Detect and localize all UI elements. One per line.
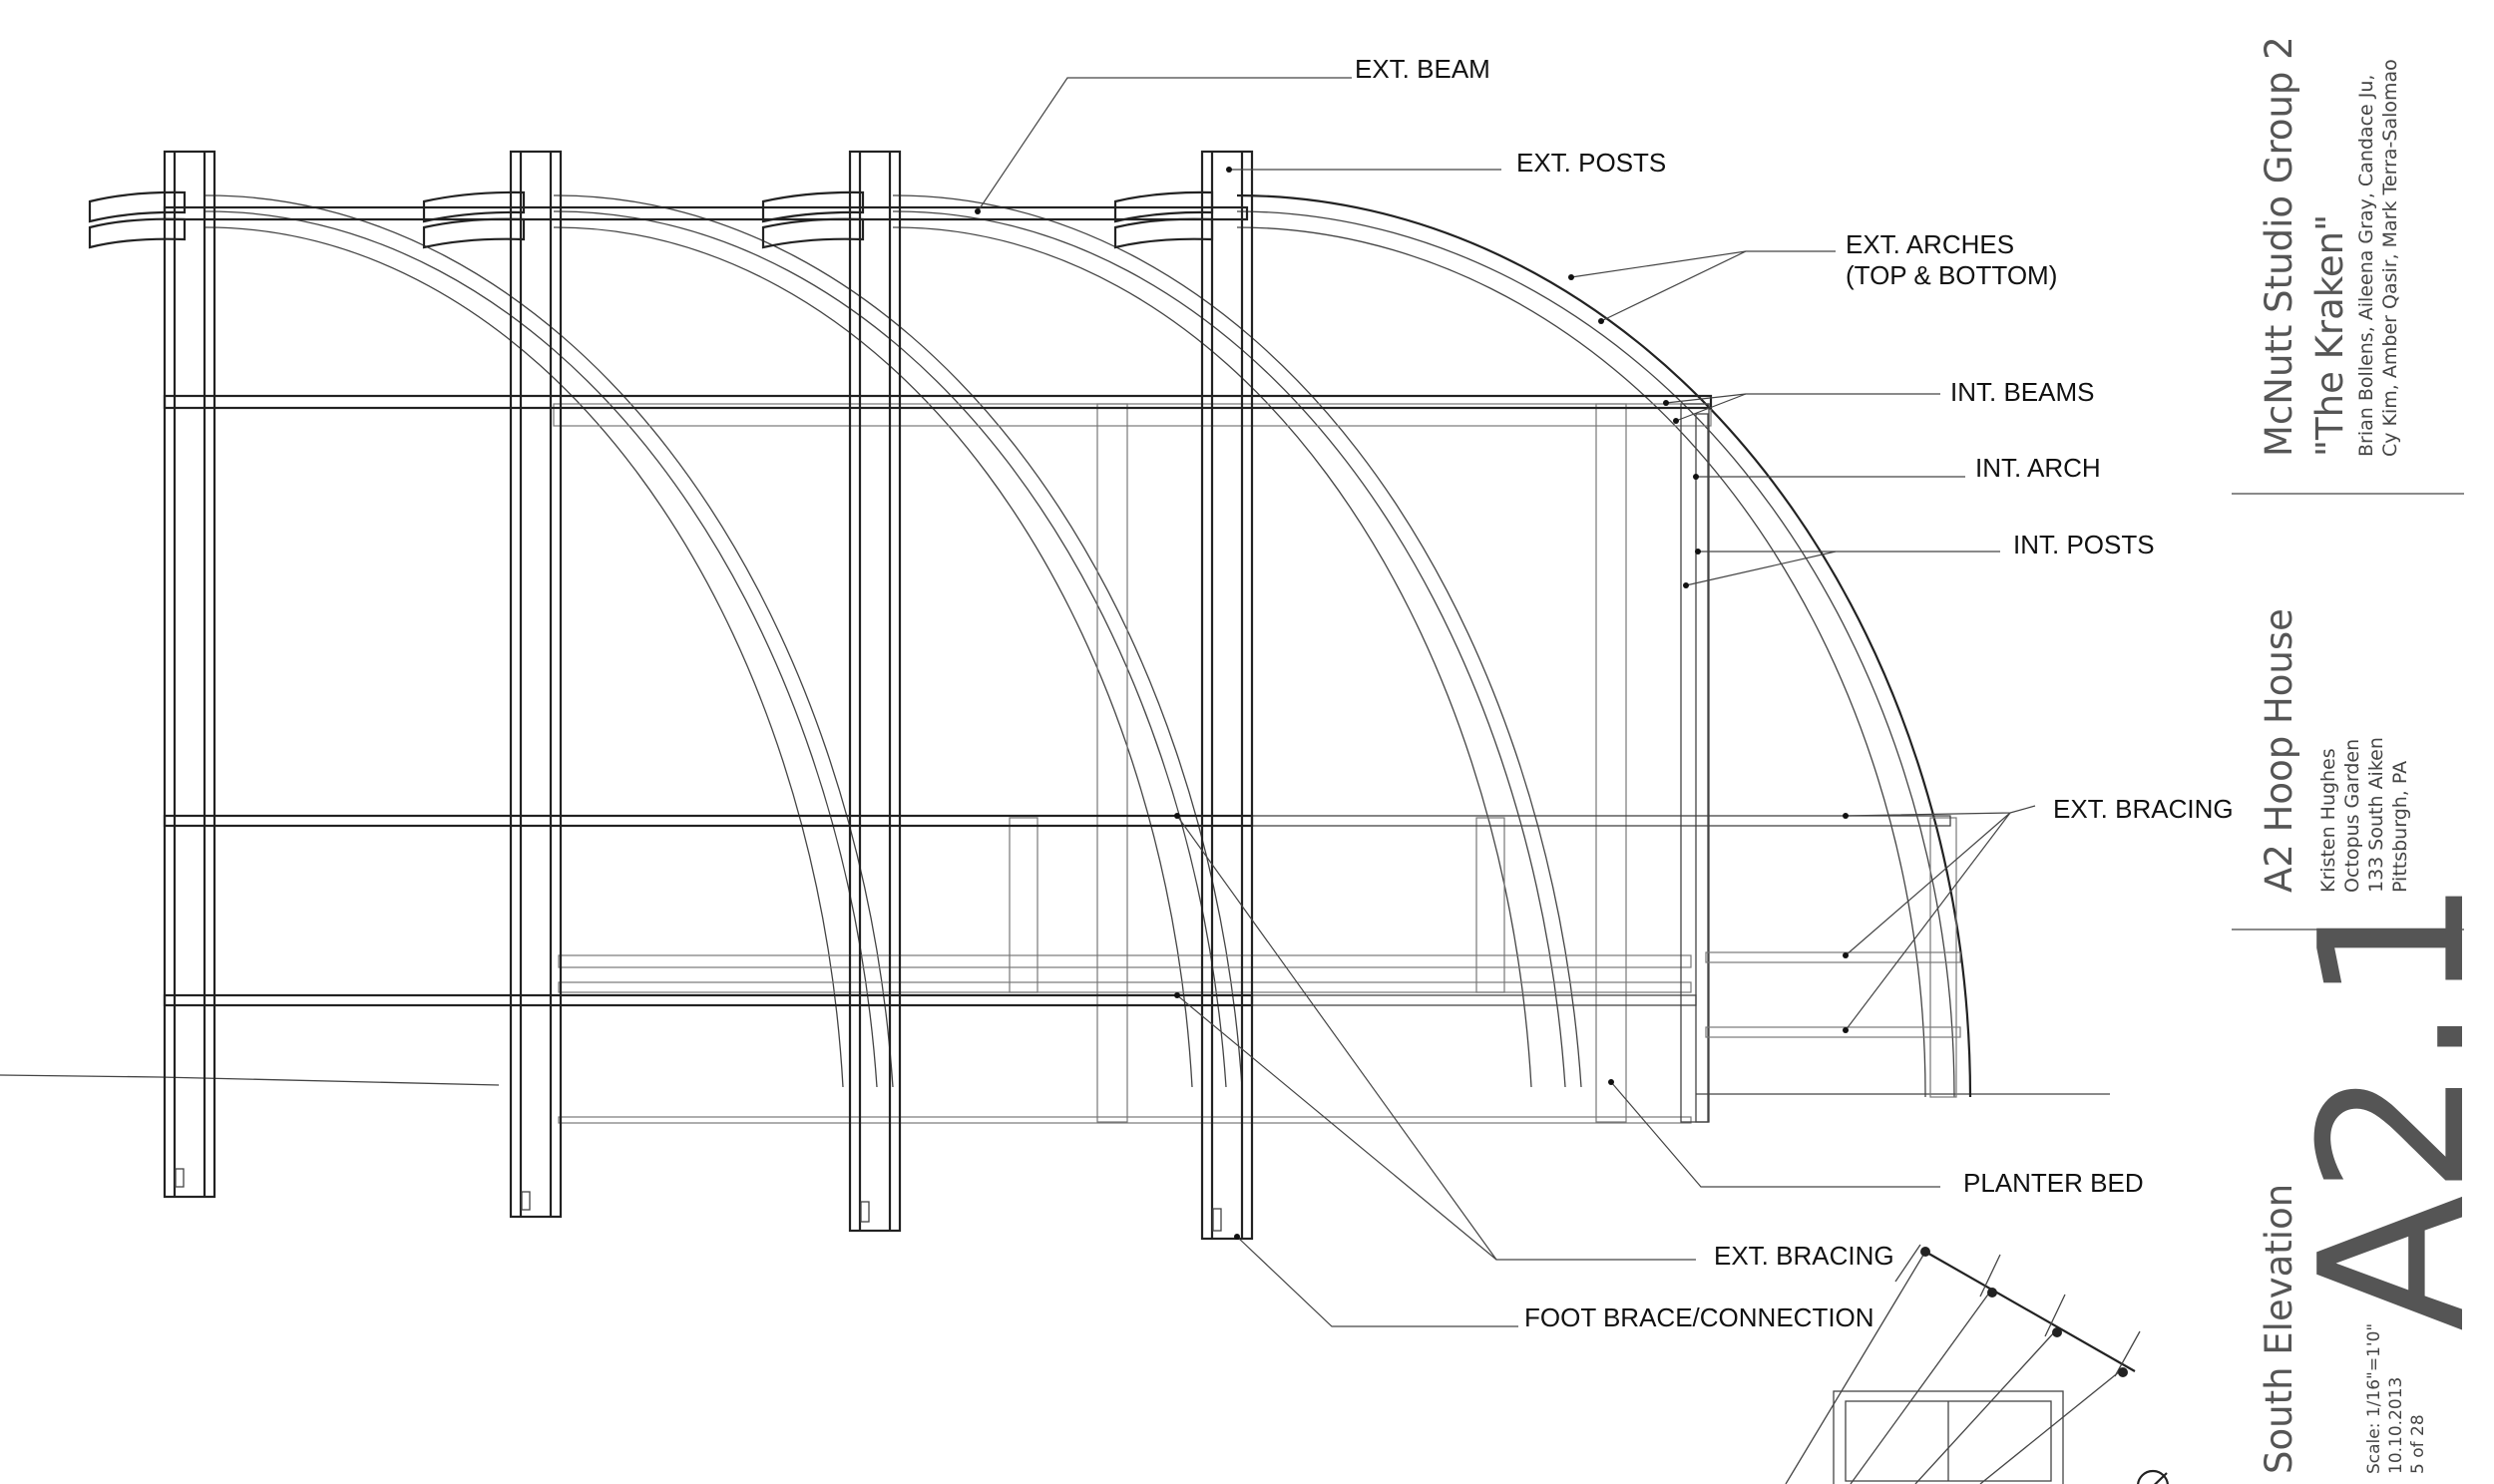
- leader-dots: [975, 167, 1849, 1240]
- scale-text: Scale: 1/16"=1'0": [2364, 1323, 2384, 1474]
- callout-int-arch: INT. ARCH: [1975, 453, 2101, 483]
- team-line-2: Cy Kim, Amber Qasir, Mark Terra-Salomao: [2379, 59, 2401, 457]
- leader-lines: [977, 77, 2036, 1327]
- exterior-posts: [163, 150, 1254, 1241]
- callout-foot-brace: FOOT BRACE/CONNECTION: [1524, 1302, 1874, 1332]
- sheet-number: A2.1: [2278, 878, 2494, 1331]
- interior-structure: [553, 403, 1961, 1124]
- exterior-post-3: [848, 150, 902, 1233]
- callout-ext-bracing-right: EXT. BRACING: [2053, 794, 2234, 824]
- callout-int-beams: INT. BEAMS: [1950, 377, 2094, 407]
- client-line-1: Kristen Hughes: [2317, 748, 2339, 893]
- view-title: South Elevation: [2258, 1184, 2300, 1474]
- client-line-2: Octopus Garden: [2341, 739, 2363, 893]
- callout-int-posts: INT. POSTS: [2013, 530, 2155, 559]
- project-name: "The Kraken": [2308, 214, 2351, 457]
- team-line-1: Brian Bollens, Aileena Gray, Candace Ju,: [2355, 75, 2377, 457]
- title-block-dividers: [2232, 493, 2464, 930]
- callout-ext-bracing-bottom: EXT. BRACING: [1714, 1241, 1894, 1271]
- exterior-arches: [204, 193, 1972, 1098]
- client-line-4: Pittsburgh, PA: [2389, 761, 2411, 893]
- key-plan-inset: [1785, 1244, 2141, 1484]
- course-title: A2 Hoop House: [2258, 608, 2300, 893]
- ground-line: [0, 1074, 2110, 1095]
- north-arrow-icon: [2137, 1469, 2169, 1484]
- callout-ext-arches-sub: (TOP & BOTTOM): [1846, 260, 2057, 290]
- exterior-beams: [163, 205, 1951, 1007]
- exterior-post-1: [163, 150, 216, 1199]
- callout-planter-bed: PLANTER BED: [1963, 1168, 2144, 1198]
- title-block: McNutt Studio Group 2 "The Kraken" Brian…: [2258, 36, 2494, 1474]
- callout-ext-arches: EXT. ARCHES: [1846, 229, 2014, 259]
- date-text: 10.10.2013: [2386, 1377, 2406, 1474]
- arch-brackets: [88, 190, 1214, 249]
- callout-ext-posts: EXT. POSTS: [1516, 148, 1666, 178]
- client-line-3: 133 South Aiken: [2365, 737, 2387, 893]
- callout-ext-beam: EXT. BEAM: [1355, 54, 1490, 84]
- exterior-post-2: [509, 150, 563, 1219]
- exterior-post-4: [1200, 150, 1254, 1241]
- studio-title: McNutt Studio Group 2: [2258, 36, 2300, 457]
- page-text: 5 of 28: [2408, 1414, 2428, 1474]
